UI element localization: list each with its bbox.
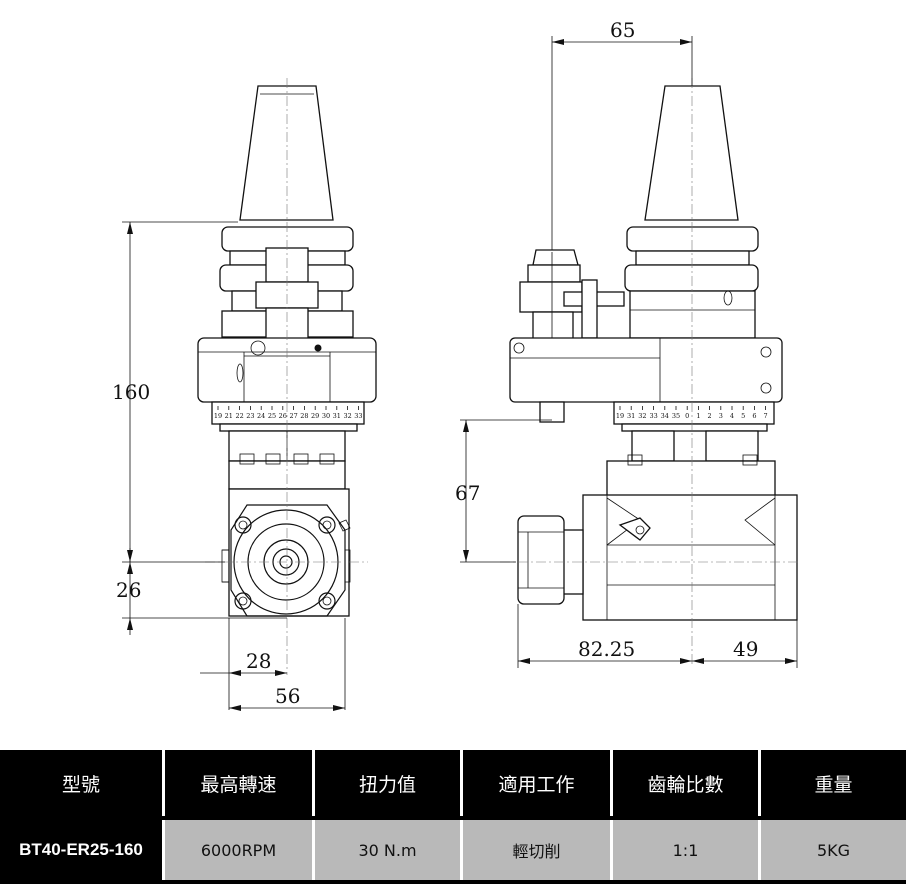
value-gear-ratio: 1:1 [610,820,758,880]
scale-label: 1 [696,412,700,420]
scale-label: 4 [730,412,734,420]
dim-height-lower: 26 [116,578,141,602]
value-model: BT40-ER25-160 [0,820,162,880]
scale-label: 25 [268,412,276,420]
table-row: BT40-ER25-160 6000RPM 30 N.m 輕切削 1:1 5KG [0,816,906,884]
scale-label: 3 [719,412,723,420]
dim-top-offset: 65 [610,18,635,42]
scale-label: 2 [708,412,712,420]
scale-label: 31 [333,412,341,420]
header-torque: 扭力值 [312,750,460,816]
value-weight: 5KG [758,820,906,880]
scale-label: 0 [685,412,689,420]
scale-label: 19 [616,412,624,420]
scale-label: 35 [672,412,680,420]
scale-label: 21 [225,412,233,420]
dim-width-half: 28 [246,649,271,673]
scale-label: 28 [300,412,308,420]
scale-label: 29 [311,412,319,420]
scale-label: 23 [246,412,254,420]
scale-label: 22 [235,412,243,420]
scale-label: 26 [279,412,287,420]
dim-width-body: 56 [275,684,300,708]
scale-label: 34 [661,412,669,420]
value-max-speed: 6000RPM [162,820,312,880]
scale-label: 24 [257,412,265,420]
dim-length-back: 49 [733,637,758,661]
value-torque: 30 N.m [312,820,460,880]
scale-label: 19 [214,412,222,420]
header-gear-ratio: 齒輪比數 [610,750,758,816]
scale-label: 33 [354,412,362,420]
scale-label: 33 [649,412,657,420]
scale-label: 6 [752,412,756,420]
scale-label: 27 [289,412,297,420]
dim-length-front: 82.25 [578,637,635,661]
dim-height-total: 160 [112,380,150,404]
scale-label: 30 [322,412,330,420]
spec-table: 型號 最高轉速 扭力值 適用工作 齒輪比數 重量 BT40-ER25-160 6… [0,750,906,884]
scale-label: 5 [741,412,745,420]
header-application: 適用工作 [460,750,610,816]
scale-label: 7 [764,412,768,420]
value-application: 輕切削 [460,820,610,880]
dim-height-side: 67 [455,481,480,505]
header-weight: 重量 [758,750,906,816]
table-header-row: 型號 最高轉速 扭力值 適用工作 齒輪比數 重量 [0,750,906,816]
header-model: 型號 [61,773,100,796]
scale-label: 32 [343,412,351,420]
header-max-speed: 最高轉速 [162,750,312,816]
scale-label: 32 [638,412,646,420]
scale-label: 31 [627,412,635,420]
